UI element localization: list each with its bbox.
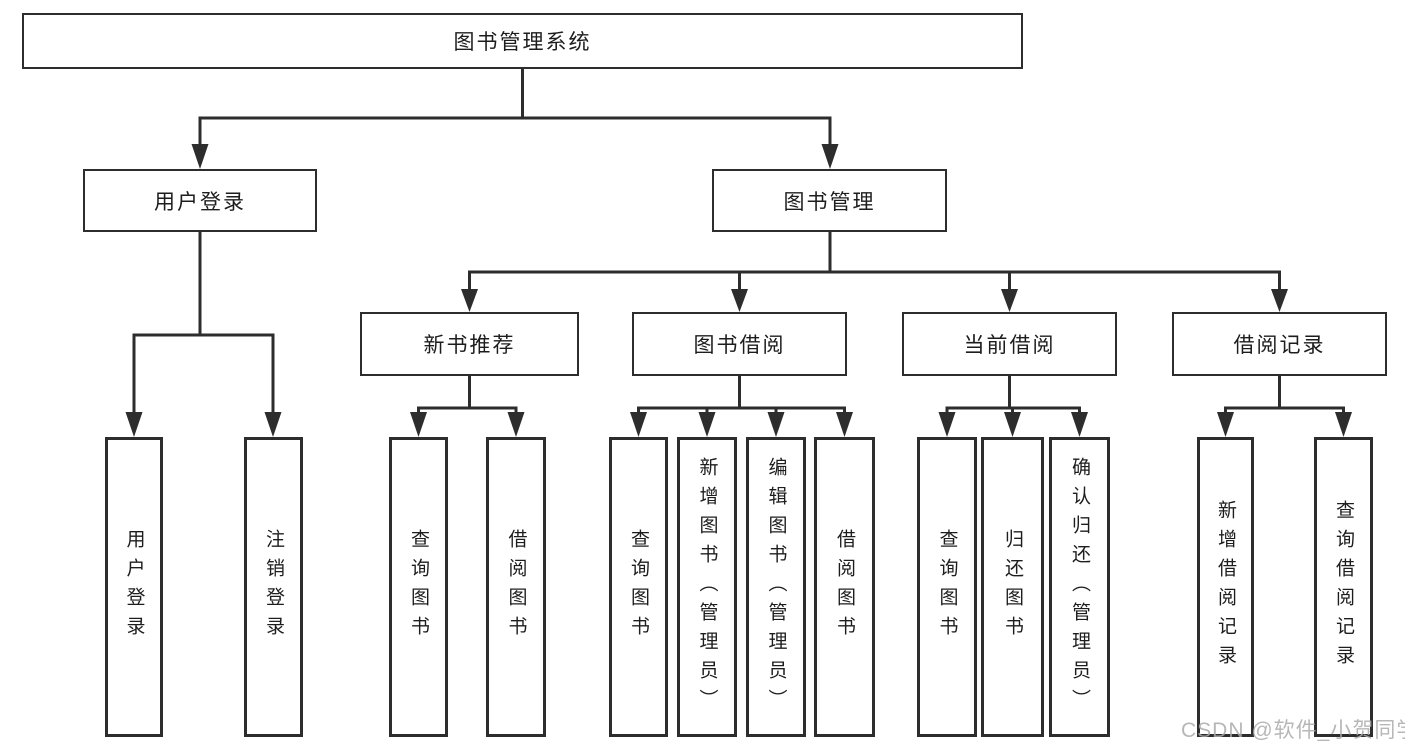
- leaf-label: 查询图书: [408, 529, 429, 645]
- node-borrowing-records: 借阅记录: [1172, 312, 1387, 376]
- leaf-label: 借阅图书: [505, 529, 527, 645]
- node-label: 图书管理: [783, 190, 876, 214]
- leaf-current-return-books: 归还图书: [981, 437, 1044, 737]
- leaf-label: 查询图书: [936, 529, 958, 645]
- leaf-records-query-record: 查询借阅记录: [1314, 437, 1373, 737]
- node-book-management: 图书管理: [712, 169, 947, 232]
- csdn-watermark: CSDN @软件_小贺同学: [1181, 714, 1405, 744]
- node-root-library-system: 图书管理系统: [22, 13, 1023, 69]
- leaf-borrowing-edit-books-admin: 编辑图书（管理员）: [746, 437, 806, 737]
- leaf-borrowing-add-books-admin: 新增图书（管理员）: [677, 437, 737, 737]
- watermark-text: CSDN @软件_小贺同学: [1181, 719, 1405, 742]
- leaf-label: 借阅图书: [834, 529, 855, 645]
- node-user-login: 用户登录: [83, 169, 317, 232]
- leaf-current-query-books: 查询图书: [917, 437, 977, 737]
- leaf-borrowing-borrow-books: 借阅图书: [814, 437, 875, 737]
- leaf-label: 查询借阅记录: [1333, 500, 1354, 674]
- leaf-label: 注销登录: [263, 529, 284, 645]
- leaf-records-add-record: 新增借阅记录: [1197, 437, 1254, 737]
- node-label: 图书管理系统: [453, 31, 592, 54]
- node-label: 借阅记录: [1233, 334, 1326, 357]
- leaf-current-confirm-return-admin: 确认归还（管理员）: [1049, 437, 1110, 737]
- node-label: 新书推荐: [423, 334, 516, 357]
- node-current-borrowing: 当前借阅: [902, 312, 1117, 376]
- leaf-recommend-query-books: 查询图书: [389, 437, 448, 737]
- leaf-label: 查询图书: [628, 529, 649, 645]
- leaf-label: 新增借阅记录: [1215, 500, 1236, 674]
- node-label: 当前借阅: [963, 334, 1056, 357]
- node-label: 图书借阅: [693, 334, 786, 357]
- leaf-label: 编辑图书（管理员）: [765, 456, 787, 718]
- leaf-recommend-borrow-books: 借阅图书: [486, 437, 546, 737]
- leaf-user-login: 用户登录: [105, 437, 163, 737]
- leaf-label: 归还图书: [1002, 529, 1023, 645]
- leaf-borrowing-query-books: 查询图书: [609, 437, 668, 737]
- leaf-label: 确认归还（管理员）: [1069, 456, 1090, 718]
- node-new-book-recommend: 新书推荐: [360, 312, 579, 376]
- leaf-label: 用户登录: [123, 529, 145, 645]
- leaf-logout: 注销登录: [244, 437, 303, 737]
- node-label: 用户登录: [154, 190, 246, 214]
- node-book-borrowing: 图书借阅: [632, 312, 847, 376]
- leaf-label: 新增图书（管理员）: [696, 456, 718, 718]
